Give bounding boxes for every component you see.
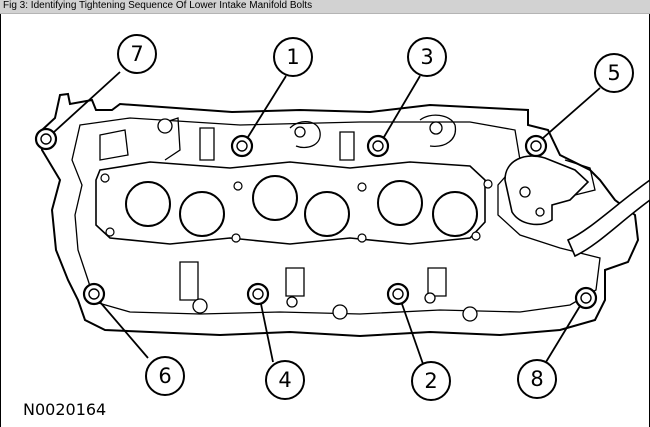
callout-5: 5 [594, 53, 634, 93]
lower-bosses [179, 261, 478, 322]
intake-port [432, 191, 478, 237]
bolts [34, 127, 598, 310]
intake-port [125, 181, 171, 227]
callout-3: 3 [407, 37, 447, 77]
intake-port [304, 191, 350, 237]
bolt-6 [82, 282, 106, 306]
bolt-5 [524, 134, 548, 158]
intake-manifold-diagram: 7 1 3 5 6 4 2 8 [34, 34, 650, 401]
svg-text:8: 8 [530, 367, 543, 391]
callout-2: 2 [411, 361, 451, 401]
svg-text:4: 4 [278, 368, 291, 392]
upper-ribs [99, 114, 596, 196]
callout-1: 1 [273, 37, 313, 77]
callout-7: 7 [117, 34, 157, 74]
bolt-8 [574, 286, 598, 310]
hose [566, 179, 650, 258]
intake-port [252, 175, 298, 221]
figure-caption: Fig 3: Identifying Tightening Sequence O… [3, 0, 313, 11]
sensor-housing [504, 155, 590, 226]
frame-left-border [0, 14, 1, 427]
leader-lines [53, 71, 601, 365]
callout-8: 8 [517, 359, 557, 399]
boss-hole [429, 121, 443, 135]
svg-text:2: 2 [424, 369, 437, 393]
manifold-inner-rim [71, 117, 601, 315]
svg-text:5: 5 [607, 61, 620, 85]
svg-text:1: 1 [286, 45, 299, 69]
bolt-7 [34, 127, 58, 151]
boss-hole [157, 118, 173, 134]
caption-bar: Fig 3: Identifying Tightening Sequence O… [0, 0, 650, 14]
bolt-4 [246, 282, 270, 306]
svg-text:7: 7 [130, 42, 143, 66]
intake-port [179, 191, 225, 237]
bolt-2 [386, 282, 410, 306]
flange-holes [100, 173, 493, 243]
sensor-bolt [519, 186, 531, 198]
callout-4: 4 [265, 360, 305, 400]
callout-6: 6 [145, 356, 185, 396]
svg-text:3: 3 [420, 45, 433, 69]
bolt-3 [366, 134, 390, 158]
svg-text:6: 6 [158, 364, 171, 388]
bolt-1 [230, 134, 254, 158]
boss-hole [294, 126, 306, 138]
figure-id-label: N0020164 [23, 400, 107, 419]
intake-port [377, 180, 423, 226]
sensor-bolt [535, 207, 545, 217]
